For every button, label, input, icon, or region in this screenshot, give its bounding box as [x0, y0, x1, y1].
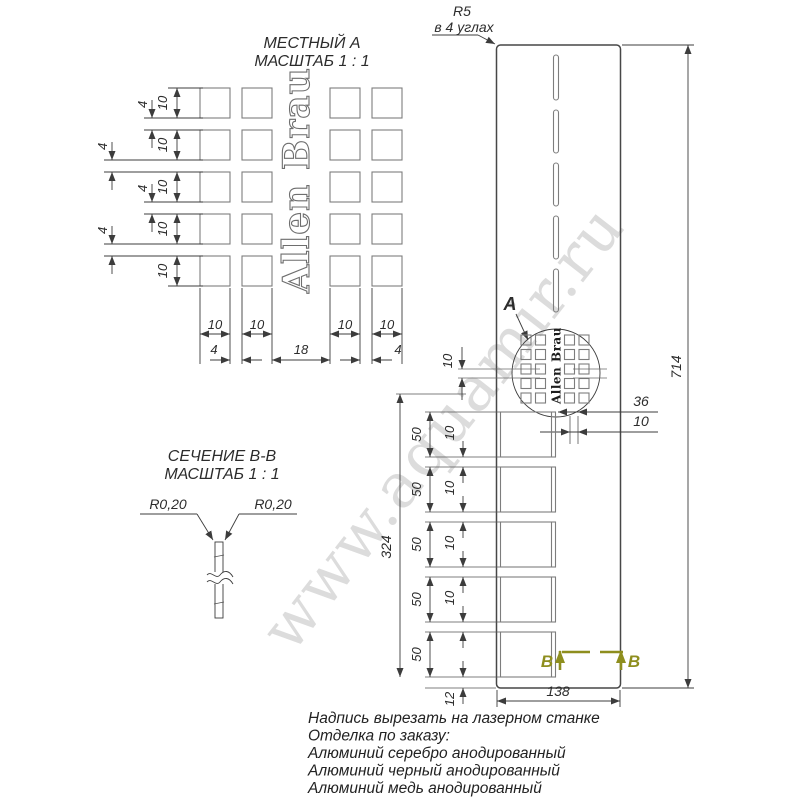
dim-row-gap-4: 4 — [95, 227, 110, 234]
plate-center-slots — [552, 54, 560, 313]
local-view-bottom-dims: 10 10 10 10 4 18 4 — [199, 288, 403, 364]
note-line-2: Отделка по заказу: — [308, 728, 450, 745]
logo-engraving-large: Allen Brau — [276, 67, 318, 294]
dim-row-gap-3: 4 — [135, 185, 150, 192]
dims-inscription-position: 36 10 — [540, 393, 658, 444]
section-view-bb: СЕЧЕНИЕ В-В МАСШТАБ 1 : 1 R0,20 R0,20 — [140, 448, 297, 619]
dim-row-height-1: 10 — [155, 95, 170, 110]
manufacturing-notes: Надпись вырезать на лазерном станке Отде… — [307, 710, 600, 797]
dim-714-label: 714 — [668, 355, 684, 379]
section-mark-right-label: В — [628, 652, 640, 671]
dim-324-label: 324 — [378, 535, 394, 559]
dim-slot-gap-2: 10 — [442, 480, 457, 495]
note-line-3: Алюминий серебро анодированный — [307, 745, 566, 762]
section-leaders — [140, 513, 297, 541]
dim-slots-span: 324 — [378, 393, 466, 677]
section-scale: МАСШТАБ 1 : 1 — [164, 466, 279, 483]
dim-12-label: 12 — [442, 691, 457, 706]
dim-row-gap-2: 4 — [95, 143, 110, 150]
dim-col-width-1: 10 — [208, 317, 223, 332]
dim-10-left-label: 10 — [440, 353, 455, 368]
detail-a-centerlines — [458, 368, 607, 379]
note-line-4: Алюминий черный анодированный — [307, 763, 560, 780]
dim-fillet-left: R0,20 — [149, 496, 187, 512]
logo-engraving-small: Allen Brau — [550, 327, 564, 405]
dim-slot-height-3: 50 — [409, 537, 424, 552]
corner-radius-value: R5 — [453, 3, 471, 19]
dim-slot-height-1: 50 — [409, 427, 424, 442]
dim-fillet-right: R0,20 — [254, 496, 292, 512]
local-view-scale: МАСШТАБ 1 : 1 — [254, 53, 369, 70]
section-mark-left-label: В — [541, 652, 553, 671]
dims-slot-heights: 50 50 50 50 50 — [409, 412, 434, 677]
dim-row-gap-1: 4 — [135, 101, 150, 108]
plate-view: R5 в 4 углах 714 А Allen Brau — [378, 3, 694, 707]
detail-a-label: А — [503, 294, 517, 314]
dim-slot-gap-1: 10 — [442, 425, 457, 440]
corner-radius-note-text: в 4 углах — [434, 19, 494, 35]
dim-slot-gap-4: 10 — [442, 590, 457, 605]
dim-width: 138 — [496, 683, 621, 707]
dim-138-label: 138 — [546, 683, 570, 699]
dim-overall-length: 714 — [622, 44, 694, 689]
dim-10-right-label: 10 — [633, 413, 649, 429]
section-cut-marks — [555, 650, 626, 670]
dim-slot-gap-3: 10 — [442, 535, 457, 550]
dim-row-height-5: 10 — [155, 263, 170, 278]
dim-col-width-3: 10 — [338, 317, 353, 332]
local-view-title: МЕСТНЫЙ А — [263, 33, 360, 52]
plate-outline — [495, 44, 622, 689]
local-view-row-gap-dims: 4 4 4 4 — [95, 100, 203, 274]
dim-slot-height-4: 50 — [409, 592, 424, 607]
note-line-1: Надпись вырезать на лазерном станке — [308, 710, 600, 727]
dim-col-gap-middle: 18 — [294, 342, 309, 357]
dim-bottom-offset: 12 — [425, 661, 496, 706]
dim-col-gap-left: 4 — [210, 342, 217, 357]
corner-radius-note: R5 в 4 углах — [432, 3, 496, 45]
dim-slot-height-2: 50 — [409, 482, 424, 497]
section-title: СЕЧЕНИЕ В-В — [168, 448, 277, 465]
dim-slot-height-5: 50 — [409, 647, 424, 662]
dim-row-height-4: 10 — [155, 221, 170, 236]
dim-row-height-3: 10 — [155, 179, 170, 194]
dims-slot-gaps: 10 10 10 10 — [442, 425, 467, 648]
dim-36-label: 36 — [633, 393, 649, 409]
break-wave-top — [206, 571, 234, 578]
dim-col-gap-right: 4 — [394, 342, 401, 357]
dim-row-height-2: 10 — [155, 137, 170, 152]
dim-col-width-4: 10 — [380, 317, 395, 332]
dim-col-width-2: 10 — [250, 317, 265, 332]
break-wave-bottom — [206, 578, 234, 585]
local-view-a: МЕСТНЫЙ А МАСШТАБ 1 : 1 Allen Brau 10 10… — [95, 33, 403, 364]
section-strip — [206, 541, 234, 619]
note-line-5: Алюминий медь анодированный — [307, 780, 542, 797]
